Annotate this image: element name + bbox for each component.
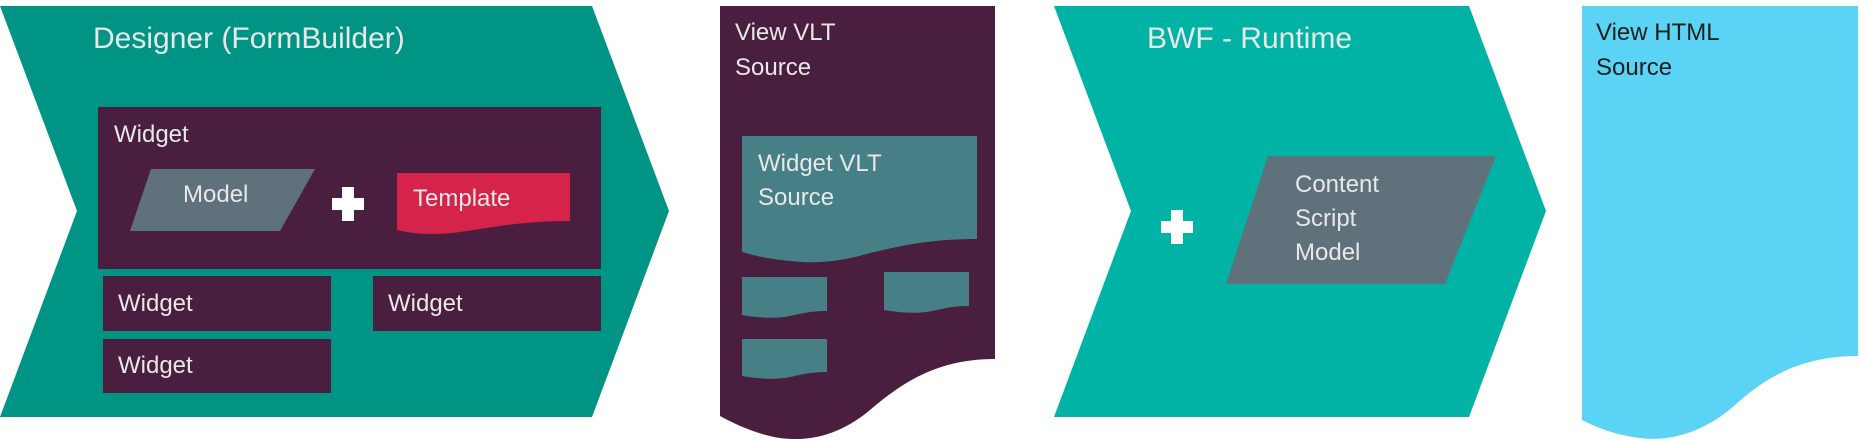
widget-box-2: [103, 276, 331, 331]
widget-vlt-source-shape: [742, 136, 977, 263]
designer-stage: Designer (FormBuilder) Widget Model Temp…: [0, 6, 669, 417]
widget-main-label: Widget: [114, 121, 189, 148]
runtime-stage: BWF - Runtime Content Script Model: [1054, 6, 1546, 417]
mini-doc-2: [884, 272, 969, 313]
widget-vlt-line1: Widget VLT: [758, 150, 882, 177]
widget-label-3: Widget: [388, 290, 463, 317]
html-title-line2: Source: [1596, 54, 1672, 81]
content-line1: Content: [1295, 171, 1379, 198]
vlt-title-line2: Source: [735, 54, 811, 81]
mini-doc-3: [742, 339, 827, 379]
plus-icon: [332, 187, 364, 221]
html-title-line1: View HTML: [1596, 19, 1720, 46]
widget-label-4: Widget: [118, 352, 193, 379]
widget-vlt-line2: Source: [758, 184, 834, 211]
plus-icon: [1161, 210, 1193, 244]
runtime-title: BWF - Runtime: [1147, 22, 1352, 55]
model-shape: [130, 169, 315, 231]
html-document-shape: [1582, 6, 1858, 439]
vlt-title-line1: View VLT: [735, 19, 836, 46]
widget-box-4: [103, 339, 331, 393]
content-script-model-shape: [1226, 156, 1496, 284]
widget-label-2: Widget: [118, 290, 193, 317]
mini-doc-1: [742, 277, 827, 318]
designer-title: Designer (FormBuilder): [93, 22, 405, 55]
model-label: Model: [183, 181, 248, 208]
widget-box-3: [373, 276, 601, 331]
template-label: Template: [413, 185, 510, 212]
vlt-source-document: View VLT Source Widget VLT Source: [720, 6, 995, 440]
content-line3: Model: [1295, 239, 1360, 266]
html-source-document: View HTML Source: [1582, 6, 1858, 439]
content-line2: Script: [1295, 205, 1357, 232]
template-shape: [397, 173, 570, 234]
